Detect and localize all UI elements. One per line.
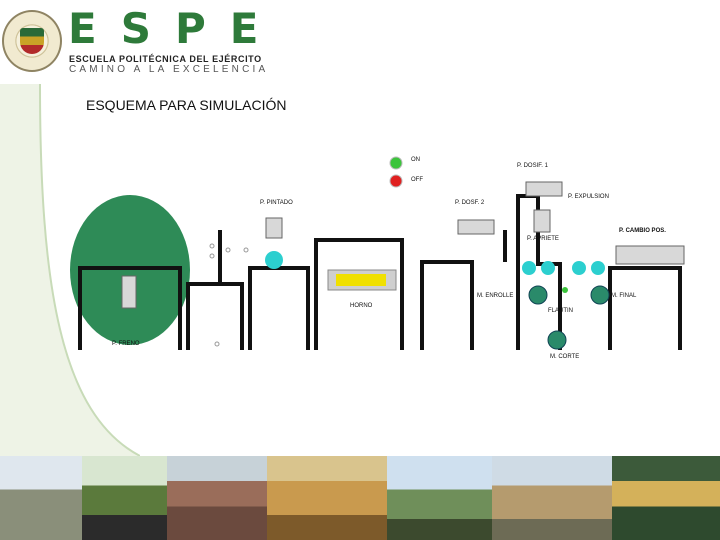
institution-name: ESCUELA POLITÉCNICA DEL EJÉRCITO [69,54,262,64]
label-off: OFF [411,177,423,183]
photo-surveying [387,456,492,540]
motor-icons [529,286,609,349]
photo-ceremony [82,456,167,540]
campus-photo-strip [0,456,720,540]
oven-heater [336,274,386,286]
label-m-enrolle: M. ENROLLE [477,293,513,299]
label-p-dosif-2: P. DOSF. 2 [455,200,484,206]
photo-campus-plaza [492,456,612,540]
label-p-cambio-pos: P. CAMBIO POS. [619,228,666,234]
label-horno: HORNO [350,303,372,309]
photo-students-seated [167,456,267,540]
label-on: ON [411,157,420,163]
label-p-apriete: P. APRIETE [527,236,559,242]
label-m-final: M. FINAL [611,293,636,299]
label-p-dosif-1: P. DOSIF. 1 [517,163,548,169]
simulation-schematic [60,150,700,370]
label-p-expulsion: P. EXPULSION [568,194,609,200]
photo-building [0,456,82,540]
espe-logo-text: ESPE [68,4,282,53]
label-p-pintado: P. PINTADO [260,200,293,206]
institution-motto: CAMINO A LA EXCELENCIA [69,64,268,75]
off-lamp-icon [390,175,402,187]
label-p-freno: P. FRENO [112,341,140,347]
on-lamp-icon [390,157,402,169]
flautin-indicator-icon [562,287,568,293]
label-flautin: FLAUTIN [548,308,573,314]
page-title: ESQUEMA PARA SIMULACIÓN [86,97,286,113]
university-seal-logo [2,10,62,72]
photo-classroom [267,456,387,540]
coat-of-arms-icon [20,28,44,54]
label-m-corte: M. CORTE [550,354,579,360]
photo-library [612,456,720,540]
